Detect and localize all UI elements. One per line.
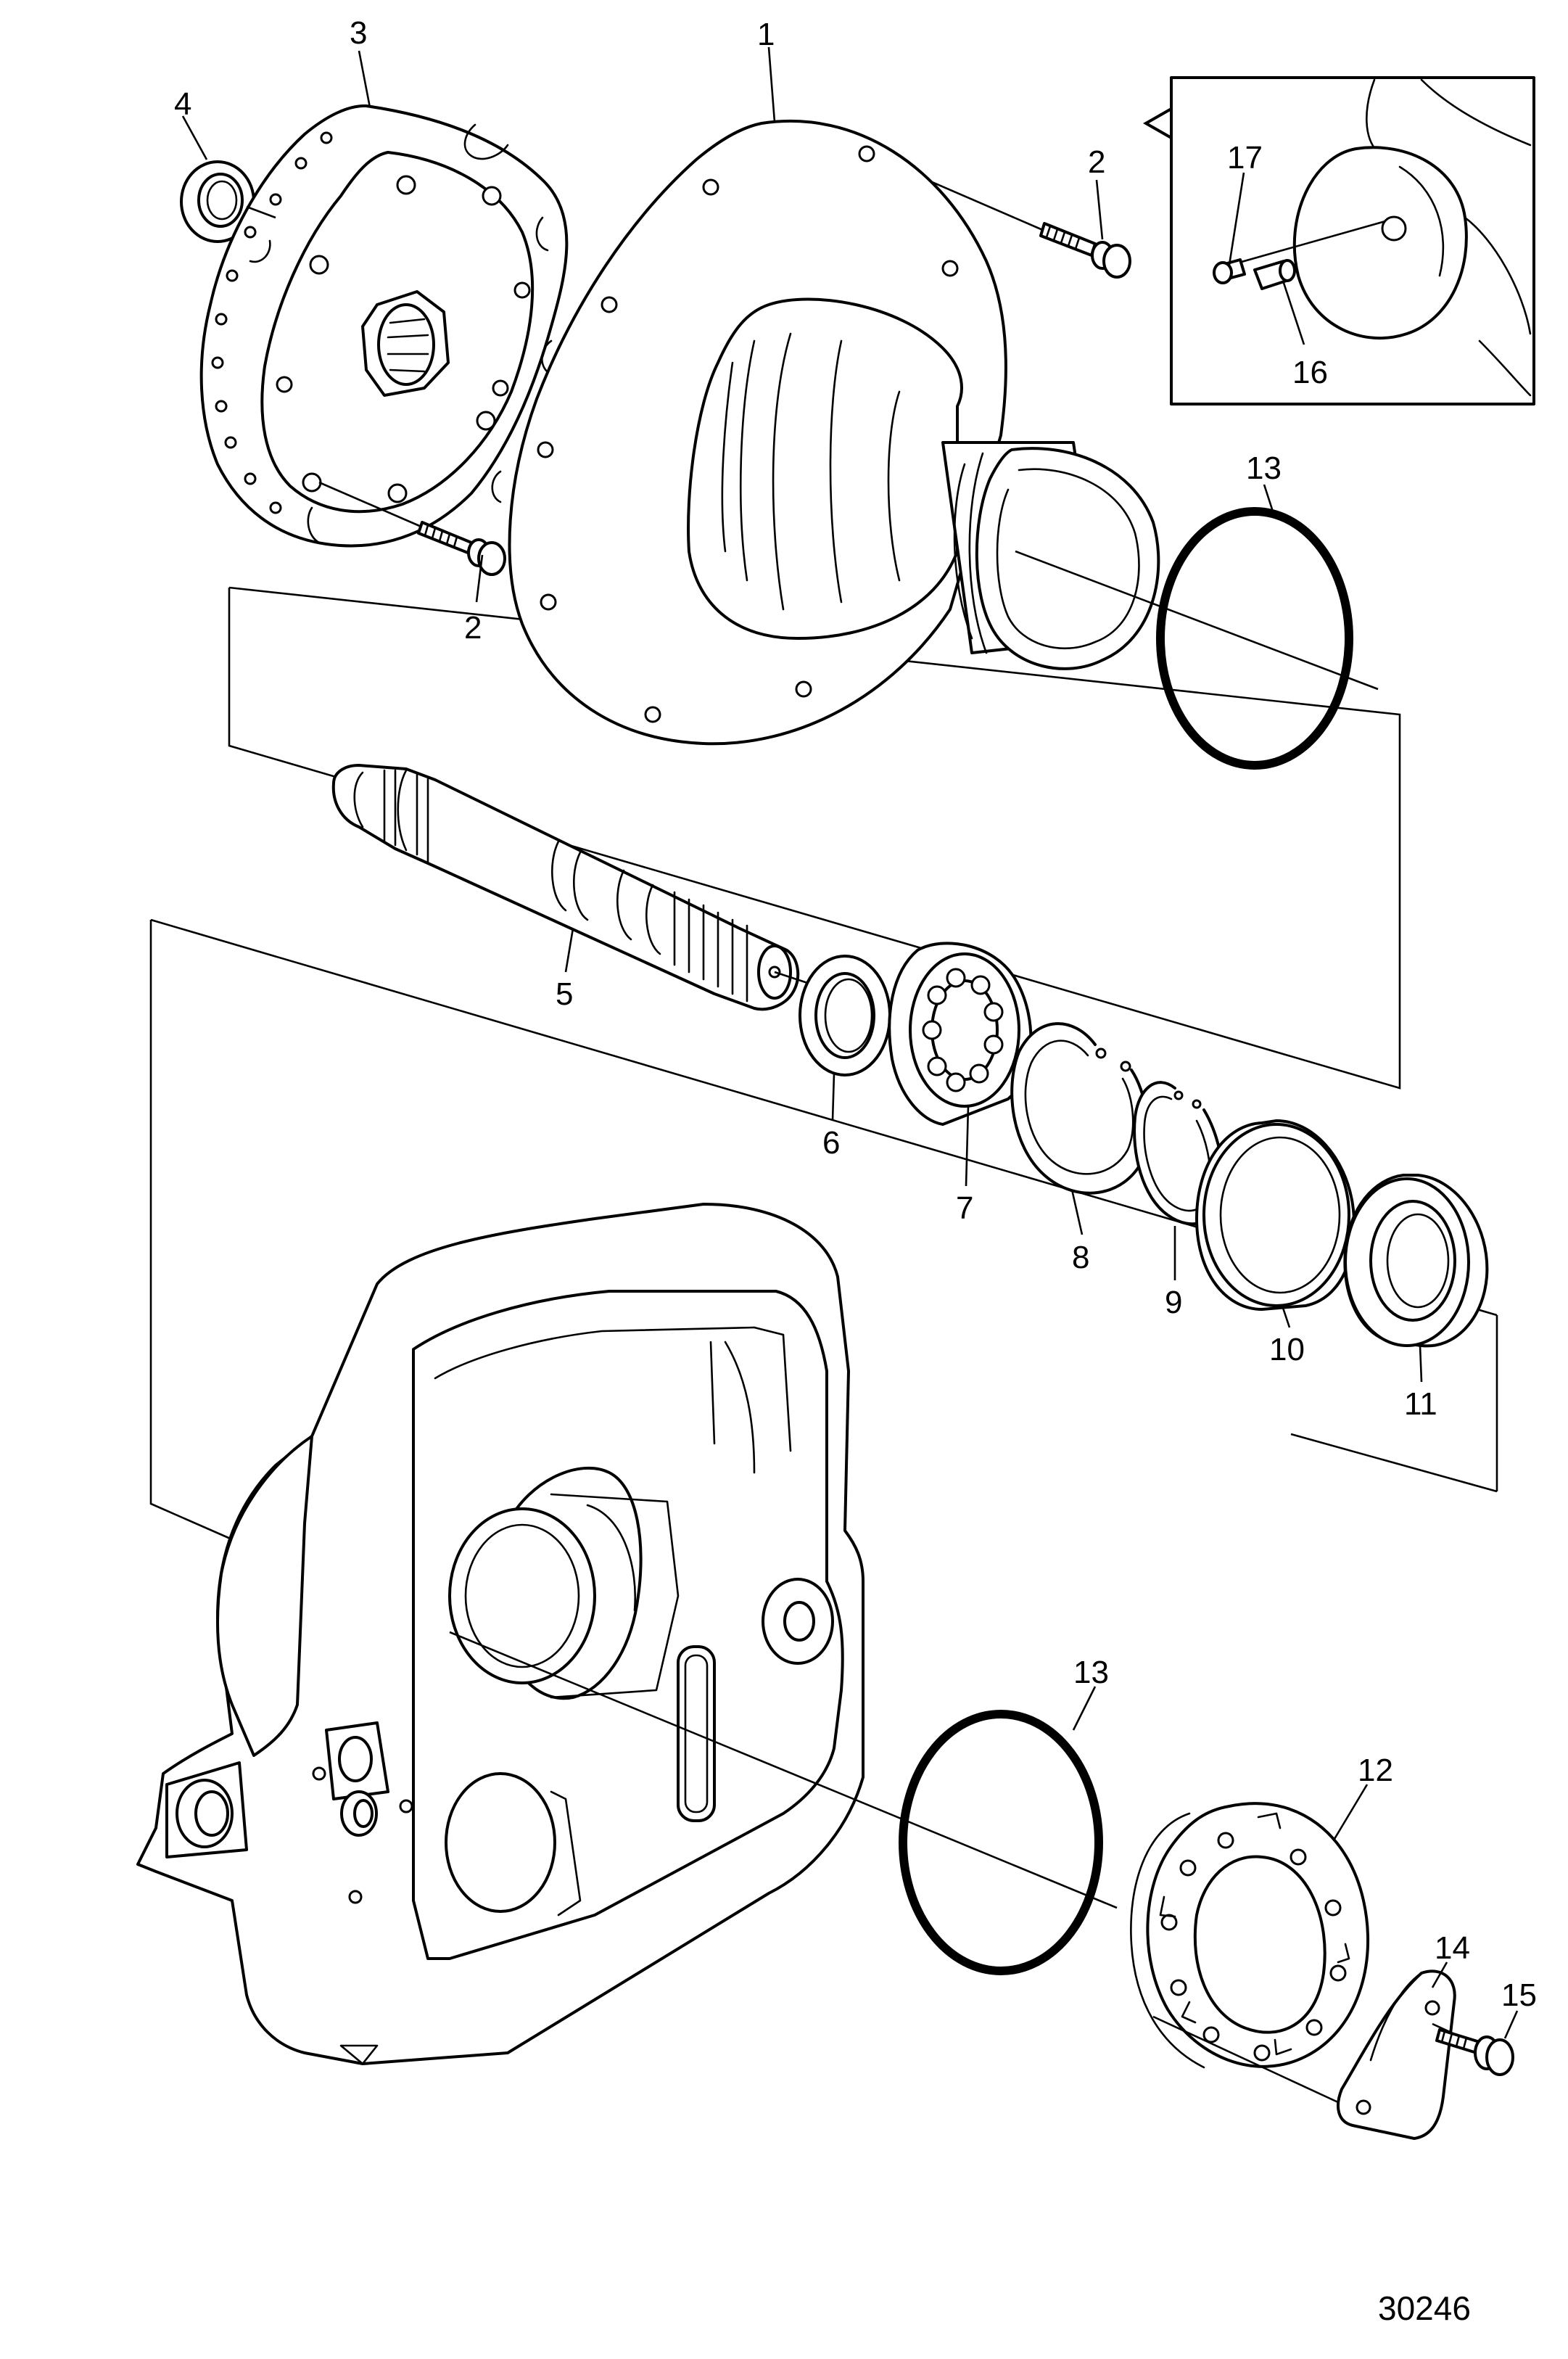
part-11-seal (1343, 1174, 1489, 1348)
callout-9: 9 (1165, 1285, 1182, 1320)
part-2-bolt-lower (318, 481, 506, 576)
callout-16: 16 (1292, 355, 1328, 390)
callout-7: 7 (956, 1190, 973, 1226)
part-14-lock-plate (1337, 1969, 1480, 2140)
part-6-seal-ring (799, 955, 891, 1076)
part-13-o-ring-upper (1156, 507, 1353, 770)
callout-1: 1 (757, 17, 775, 52)
callout-13-lower: 13 (1073, 1655, 1109, 1690)
callout-4: 4 (174, 86, 191, 122)
callout-11: 11 (1404, 1386, 1437, 1422)
callout-17: 17 (1227, 140, 1263, 176)
part-1-bearing-housing (508, 119, 1379, 746)
part-3-coupling-flange (199, 104, 569, 548)
part-7-ball-bearing (888, 942, 1033, 1126)
callout-6: 6 (822, 1125, 840, 1161)
callout-13-upper: 13 (1246, 450, 1282, 486)
callout-5: 5 (556, 976, 573, 1012)
callout-labels: 1 2 2 3 4 5 6 7 8 9 10 11 12 13 13 14 15… (174, 15, 1537, 2013)
part-4-seal (180, 160, 255, 243)
callout-15: 15 (1501, 1977, 1537, 2013)
detail-inset (1142, 76, 1535, 405)
callout-leaders (181, 46, 1519, 2039)
callout-2-lower: 2 (464, 610, 482, 646)
callout-8: 8 (1072, 1240, 1089, 1275)
figure-number: 30246 (1378, 2289, 1471, 2327)
part-13-o-ring-lower (899, 1710, 1103, 1975)
part-15-screw (1435, 2028, 1514, 2076)
callout-2-upper: 2 (1088, 144, 1105, 180)
callout-3: 3 (350, 15, 367, 51)
part-8-circlip (1010, 1022, 1150, 1195)
part-5-shaft (331, 764, 1016, 1053)
part-12-retaining-plate (1130, 1802, 1369, 2109)
callout-14: 14 (1435, 1930, 1470, 1966)
callout-12: 12 (1358, 1753, 1393, 1788)
part-2-bolt-upper (866, 152, 1131, 279)
gear-housing (136, 1203, 1118, 2065)
assembly-guide-lines (149, 586, 1498, 1547)
callout-10: 10 (1269, 1332, 1305, 1367)
part-10-sleeve (1195, 1119, 1356, 1311)
